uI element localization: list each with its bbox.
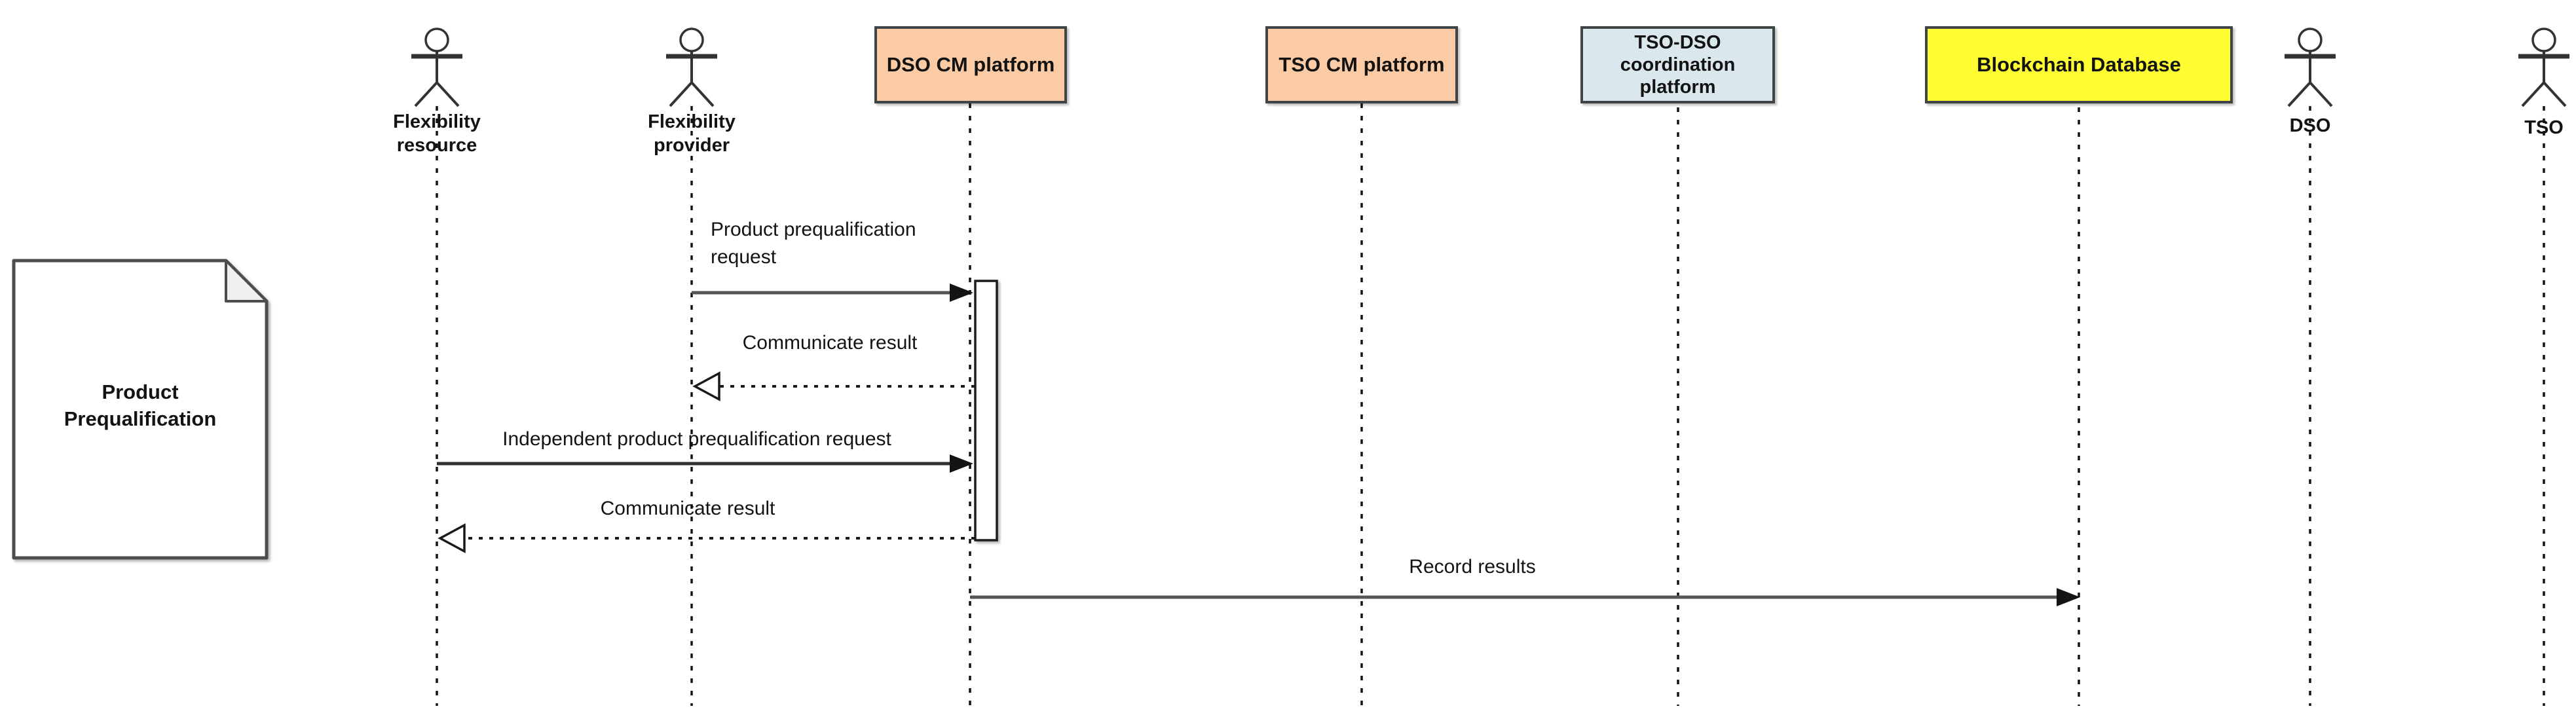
participant-dso-cm-platform: DSO CM platform xyxy=(874,26,1067,103)
message-2-label: Communicate result xyxy=(742,332,918,354)
message-4-arrow xyxy=(438,523,975,553)
message-1-arrowhead-icon xyxy=(950,284,973,302)
message-3-arrowhead-icon xyxy=(950,454,973,473)
message-1-arrow xyxy=(692,284,973,302)
message-4-open-arrowhead-icon xyxy=(438,523,466,553)
participant-tso-dso-coordination-platform: TSO-DSO coordination platform xyxy=(1580,26,1775,103)
actor-flexibility-resource-icon xyxy=(411,28,462,107)
participant-tso-cm-platform-label: TSO CM platform xyxy=(1279,53,1445,76)
participant-blockchain-database: Blockchain Database xyxy=(1925,26,2233,103)
document-fold-corner xyxy=(225,259,268,303)
actor-flexibility-provider-icon xyxy=(666,28,717,107)
participant-tso-dso-coordination-platform-label: TSO-DSO coordination platform xyxy=(1620,32,1736,98)
message-1-label: Product prequalification request xyxy=(711,219,916,268)
actor-flexibility-provider-label: Flexibility provider xyxy=(648,111,736,156)
participant-tso-cm-platform: TSO CM platform xyxy=(1265,26,1458,103)
message-5-label: Record results xyxy=(1409,556,1536,578)
actor-tso-label: TSO xyxy=(2524,117,2564,138)
actor-dso-label: DSO xyxy=(2289,115,2331,136)
message-3-arrow xyxy=(437,454,973,473)
participant-blockchain-database-label: Blockchain Database xyxy=(1977,53,2181,76)
message-3-label: Independent product prequalification req… xyxy=(502,428,891,450)
actor-flexibility-resource-label: Flexibility resource xyxy=(393,111,481,156)
message-2-arrow xyxy=(692,371,975,401)
actor-tso-icon xyxy=(2518,28,2569,107)
participant-dso-cm-platform-label: DSO CM platform xyxy=(886,53,1055,76)
activation-bar-dso-cm xyxy=(974,280,998,542)
message-5-arrowhead-icon xyxy=(2057,588,2080,606)
message-5-arrow xyxy=(970,588,2080,606)
message-2-open-arrowhead-icon xyxy=(692,371,720,401)
document-note-shape xyxy=(12,259,269,560)
actor-dso-icon xyxy=(2285,28,2336,107)
document-note-label: Product Prequalification xyxy=(64,380,217,430)
message-4-label: Communicate result xyxy=(600,498,775,519)
